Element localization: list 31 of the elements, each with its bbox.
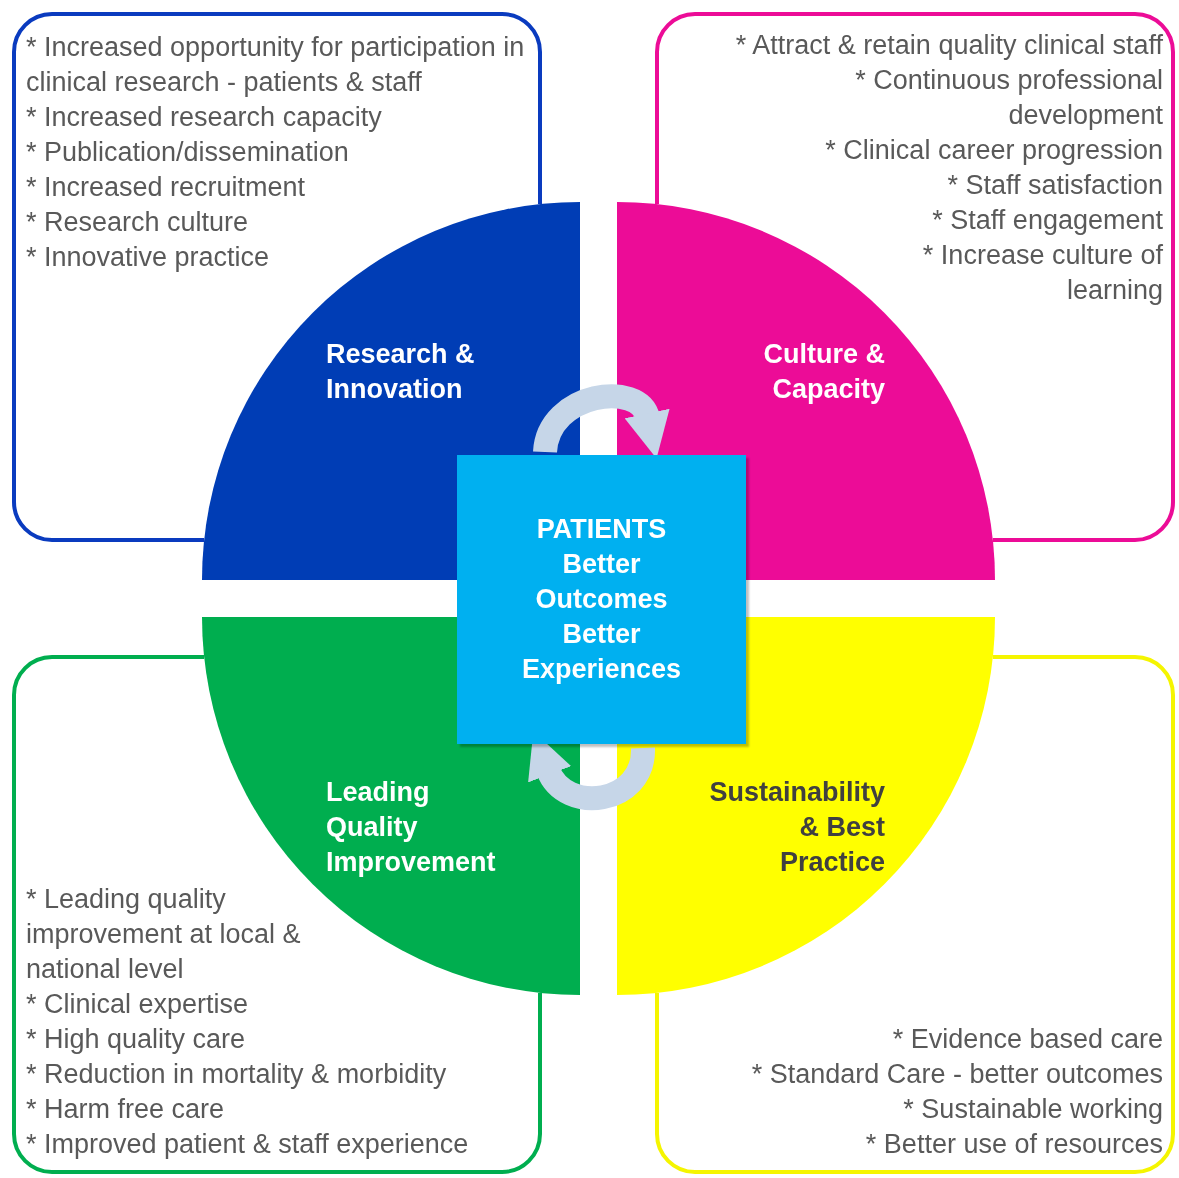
- bullet-text: * Publication/dissemination: [26, 136, 350, 169]
- bullet-text: * Harm free care: [26, 1093, 226, 1126]
- sector-title: Research & Innovation: [326, 338, 476, 406]
- bullet-text: * Leading quality improvement at local & national level: [26, 883, 302, 986]
- sector-title: Culture & Capacity: [762, 338, 885, 406]
- bullet-text: * Sustainable working: [903, 1093, 1163, 1126]
- bullet-text: * Improved patient & staff experience: [26, 1128, 470, 1161]
- center-square: [457, 455, 746, 744]
- sector-title: Sustainability & Best Practice: [708, 776, 885, 879]
- sector-title: Leading Quality Improvement: [326, 776, 497, 879]
- bullet-text: * Innovative practice: [26, 241, 271, 274]
- bullet-text: * Increased research capacity: [26, 101, 383, 134]
- bullet-text: * Increased recruitment: [26, 171, 307, 204]
- bullet-text: * Better use of resources: [865, 1128, 1163, 1161]
- center-text: PATIENTS: [535, 513, 668, 546]
- bullet-text: * Attract & retain quality clinical staff: [735, 29, 1163, 62]
- bullet-text: * Continuous professional development: [854, 64, 1163, 132]
- cycle-arrow: [533, 384, 668, 456]
- bullet-text: * Increase culture of learning: [921, 239, 1163, 307]
- bullet-text: * Clinical expertise: [26, 988, 250, 1021]
- bullet-text: * Staff engagement: [932, 204, 1163, 237]
- bullet-text: * Evidence based care: [892, 1023, 1163, 1056]
- bullet-text: * High quality care: [26, 1023, 247, 1056]
- bullet-text: * Increased opportunity for participation in clinical research - patients & staff: [26, 31, 526, 99]
- bullet-text: * Clinical career progression: [825, 134, 1163, 167]
- bullet-text: * Staff satisfaction: [947, 169, 1163, 202]
- center-text: Better Experiences: [520, 618, 683, 686]
- bullet-text: * Reduction in mortality & morbidity: [26, 1058, 448, 1091]
- bullet-text: * Research culture: [26, 206, 250, 239]
- bullet-text: * Standard Care - better outcomes: [751, 1058, 1163, 1091]
- center-text: Better Outcomes: [534, 548, 669, 616]
